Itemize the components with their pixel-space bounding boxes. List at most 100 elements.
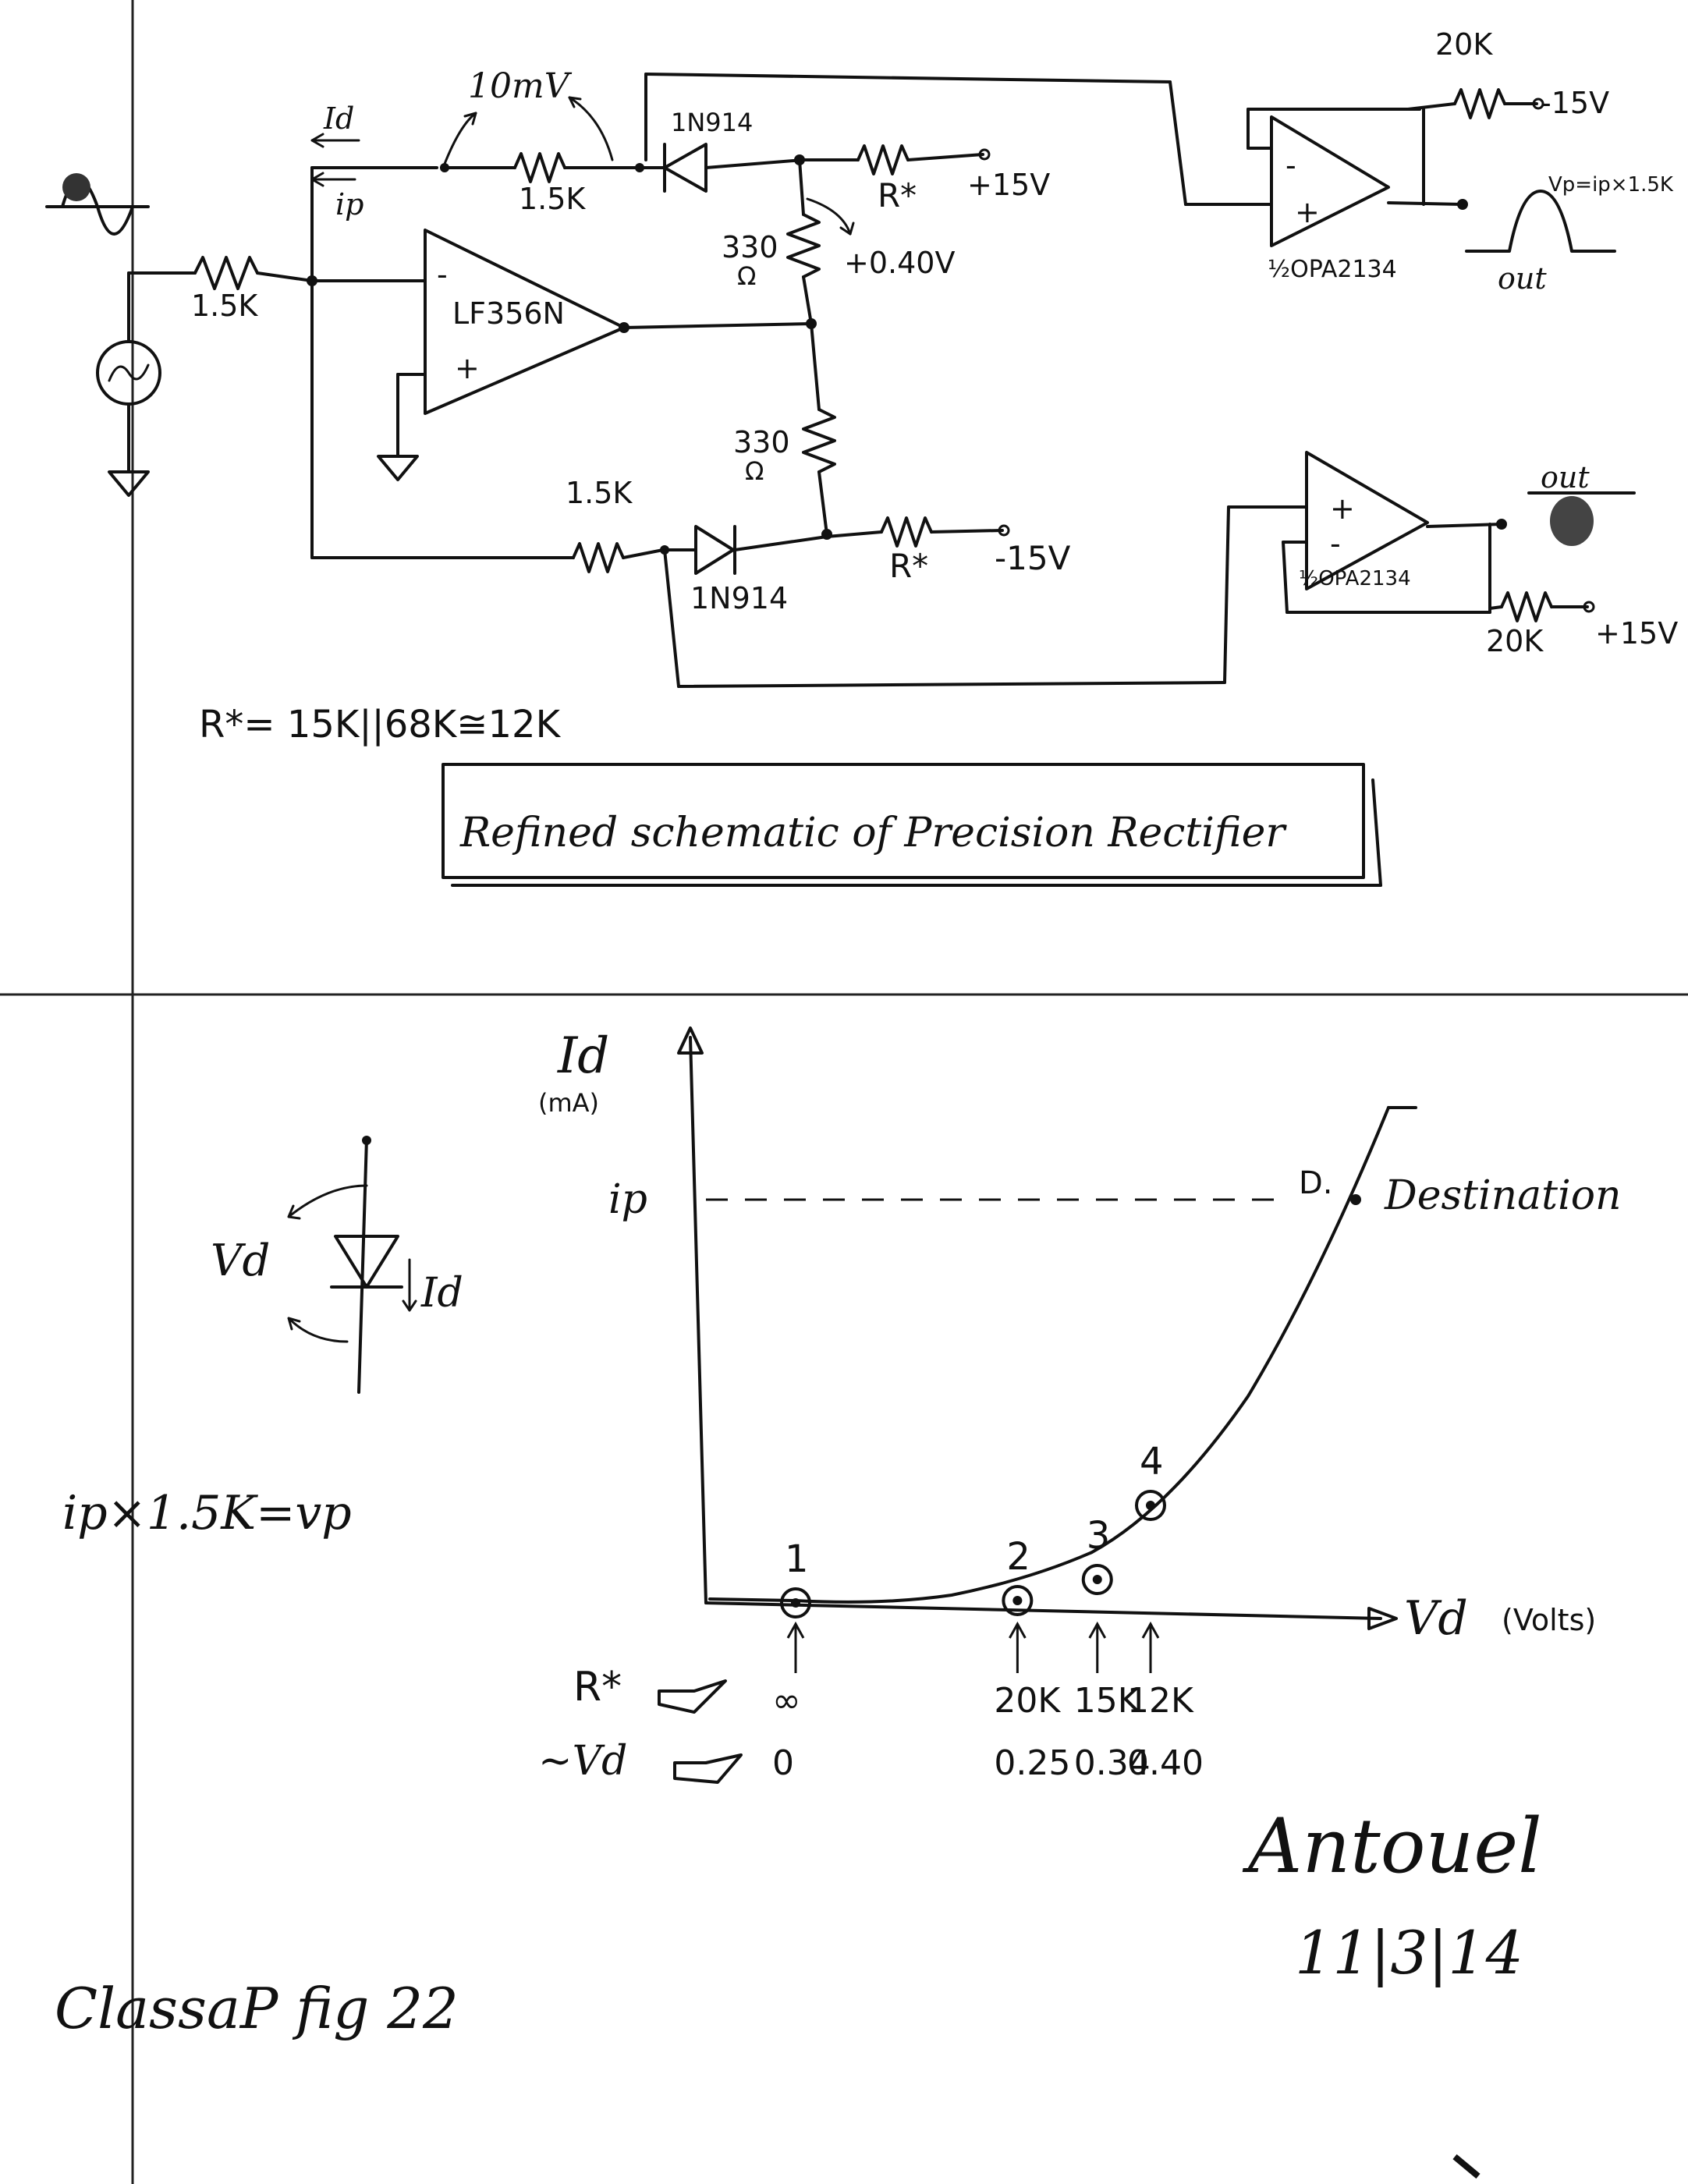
chart-vd-value-1: 0	[772, 1743, 794, 1783]
chart-x-axis	[704, 1601, 1382, 1620]
opamp-opa-bot	[1305, 451, 1429, 590]
label-r-fb-bot: 1.5K	[566, 476, 633, 510]
chart-point-ring-3	[1081, 1564, 1113, 1595]
label-opamp-plus: +	[455, 351, 480, 385]
ip-formula: ip×1.5K=vp	[62, 1486, 352, 1540]
chart-point-label-1: 1	[785, 1537, 809, 1581]
label-r330-bot: 330	[733, 425, 790, 459]
r20k-top-resistor	[1453, 88, 1506, 119]
ip-arrow	[310, 172, 356, 187]
diode-id-label: Id	[420, 1270, 463, 1317]
rstar-equation: R*= 15K||68K≅12K	[199, 703, 562, 746]
diode-symbol: Vd Id	[211, 1136, 463, 1394]
label-r20k-bot: 20K	[1486, 624, 1544, 658]
ground-symbol-opamp	[377, 455, 419, 481]
label-rstar-bot: R*	[889, 547, 928, 585]
chart-destination-label: Destination	[1384, 1172, 1622, 1219]
ground-symbol-input	[108, 470, 150, 497]
label-r20k-top: 20K	[1435, 27, 1493, 62]
label-bias-top: +0.40V	[844, 246, 955, 280]
label-opamp-minus: -	[437, 257, 448, 292]
label-r-in: 1.5K	[191, 289, 258, 323]
footer-signature: Antouel	[1242, 1803, 1542, 1890]
label-r330-bot-unit: Ω	[745, 456, 764, 486]
footer-mark	[1452, 2154, 1481, 2179]
chart-point-1	[791, 1598, 800, 1608]
label-opa-bot-plus: +	[1330, 491, 1355, 526]
label-minus15-opa: -15V	[1541, 86, 1609, 120]
label-opa-top-minus: -	[1286, 148, 1296, 183]
chart-vd-row-label: ~Vd	[538, 1738, 627, 1785]
chart-rstar-value-1: ∞	[772, 1681, 801, 1721]
chart-point-arrow-1	[786, 1621, 805, 1673]
label-plus15-top: +15V	[967, 168, 1050, 202]
feedback-resistor-top	[513, 152, 566, 183]
output-pulse-icon-top	[1465, 190, 1616, 253]
diode-symbol-triangle	[334, 1235, 399, 1289]
label-id-arrow: Id	[323, 101, 354, 136]
chart-rstar-row-label: R*	[573, 1664, 622, 1711]
label-rstar-top: R*	[878, 176, 917, 214]
chart-point-ring-4	[1135, 1490, 1166, 1521]
chart-ylabel: Id	[557, 1027, 609, 1085]
chart-point-ring-2	[1002, 1585, 1034, 1616]
label-ip-arrow: ip	[335, 187, 363, 222]
label-diode-top: 1N914	[671, 108, 753, 137]
label-opa-top: ½OPA2134	[1268, 256, 1397, 283]
label-diode-bot: 1N914	[690, 581, 788, 615]
label-opa-bot-minus: -	[1330, 526, 1341, 561]
title-box	[442, 763, 1365, 879]
schematic	[45, 73, 1636, 887]
chart-x-axis-arrow	[1367, 1607, 1398, 1630]
chart-point-arrow-4	[1141, 1621, 1160, 1673]
chart-point-arrow-3	[1088, 1621, 1107, 1673]
chart-point-4	[1146, 1501, 1155, 1510]
label-plus15-opa: +15V	[1595, 616, 1678, 651]
label-r-fb-top: 1.5K	[519, 182, 586, 216]
label-10mv: 10mV	[468, 66, 573, 106]
chart-rstar-value-3: 15K	[1074, 1681, 1141, 1721]
diode-vd-label: Vd	[211, 1236, 270, 1286]
id-arrow	[310, 133, 360, 148]
chart-ip-label: ip	[608, 1176, 647, 1223]
vd-row-arrow-icon	[673, 1753, 743, 1784]
footer-figure-label: ClassaP fig 22	[55, 1976, 459, 2041]
chart-destination-point: D.	[1299, 1165, 1333, 1201]
label-vp-formula: Vp=ip×1.5K	[1548, 173, 1674, 197]
chart-rstar-value-4: 12K	[1127, 1681, 1194, 1721]
chart-ylabel-unit: (mA)	[538, 1088, 599, 1118]
chart-point-ring-1	[780, 1587, 811, 1618]
label-opa-top-plus: +	[1295, 195, 1320, 229]
rstar-top-resistor	[856, 144, 910, 176]
chart-xlabel: Vd	[1404, 1591, 1468, 1646]
input-resistor	[193, 256, 259, 290]
schematic-labels: Id ip 10mV 1.5K 1.5K 1.5K 1N914 1N914 LF…	[191, 27, 1678, 856]
label-r330-top-unit: Ω	[737, 261, 756, 291]
opamp-opa-top	[1270, 115, 1390, 247]
rstar-row-arrow-icon	[658, 1679, 727, 1714]
chart-point-label-2: 2	[1006, 1535, 1030, 1579]
chart-point-2	[1012, 1596, 1023, 1605]
chart-y-axis-arrow	[677, 1026, 704, 1055]
rstar-bot-resistor	[880, 516, 933, 548]
chart-y-axis	[689, 1036, 707, 1604]
chart-point-label-3: 3	[1087, 1514, 1111, 1558]
chart-vd-value-2: 0.25	[994, 1743, 1070, 1783]
resistor-330-top	[786, 213, 821, 278]
schematic-title: Refined schematic of Precision Rectifier	[459, 810, 1287, 856]
label-r330-top: 330	[722, 230, 778, 264]
chart-xlabel-unit: (Volts)	[1502, 1603, 1596, 1637]
chart-point-3	[1092, 1575, 1102, 1584]
label-minus15-bot: -15V	[995, 539, 1071, 577]
r20k-bot-resistor	[1500, 591, 1553, 622]
diode-top-symbol	[663, 143, 707, 193]
label-out-top: out	[1498, 261, 1547, 296]
chart-point-arrow-2	[1009, 1621, 1027, 1673]
label-opamp-main: LF356N	[452, 296, 565, 331]
chart-vd-value-4: 0.40	[1127, 1743, 1204, 1783]
footer-date: 11|3|14	[1295, 1918, 1523, 1987]
label-out-bot: out	[1541, 460, 1590, 495]
